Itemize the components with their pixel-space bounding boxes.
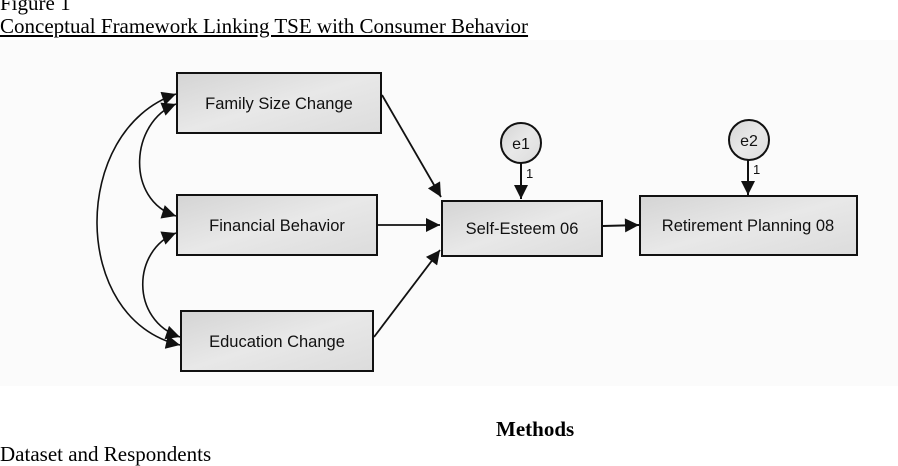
section-heading: Methods: [496, 417, 575, 441]
covariance-family-financial: [138, 102, 177, 219]
path-diagram: Family Size Change Financial Behavior Ed…: [0, 40, 898, 386]
path-selfesteem-to-retirement: [602, 218, 640, 233]
node-label: Education Change: [209, 333, 345, 351]
path-family-to-selfesteem: [381, 94, 442, 198]
node-label: Self-Esteem 06: [466, 220, 579, 238]
figure-title: Conceptual Framework Linking TSE with Co…: [0, 14, 529, 38]
node-label: Family Size Change: [205, 95, 353, 113]
node-label: Retirement Planning 08: [662, 217, 834, 235]
error-e1: e1: [500, 122, 542, 164]
figure-label: Figure 1: [0, 0, 71, 15]
error-label: e2: [740, 133, 758, 150]
path-weight-e1: 1: [526, 166, 533, 181]
covariance-family-education: [96, 91, 181, 349]
error-e2: e2: [728, 119, 770, 161]
path-weight-e2: 1: [753, 162, 760, 177]
error-label: e1: [512, 136, 530, 153]
node-self-esteem: Self-Esteem 06: [441, 200, 603, 257]
node-family-size-change: Family Size Change: [176, 72, 382, 134]
node-education-change: Education Change: [180, 310, 374, 372]
subsection-heading: Dataset and Respondents: [0, 442, 212, 466]
path-education-to-selfesteem: [373, 249, 441, 338]
node-retirement-planning: Retirement Planning 08: [639, 195, 858, 256]
covariance-financial-education: [141, 231, 181, 340]
node-label: Financial Behavior: [209, 217, 345, 235]
node-financial-behavior: Financial Behavior: [176, 194, 378, 256]
diagram-canvas: Family Size Change Financial Behavior Ed…: [96, 72, 858, 372]
